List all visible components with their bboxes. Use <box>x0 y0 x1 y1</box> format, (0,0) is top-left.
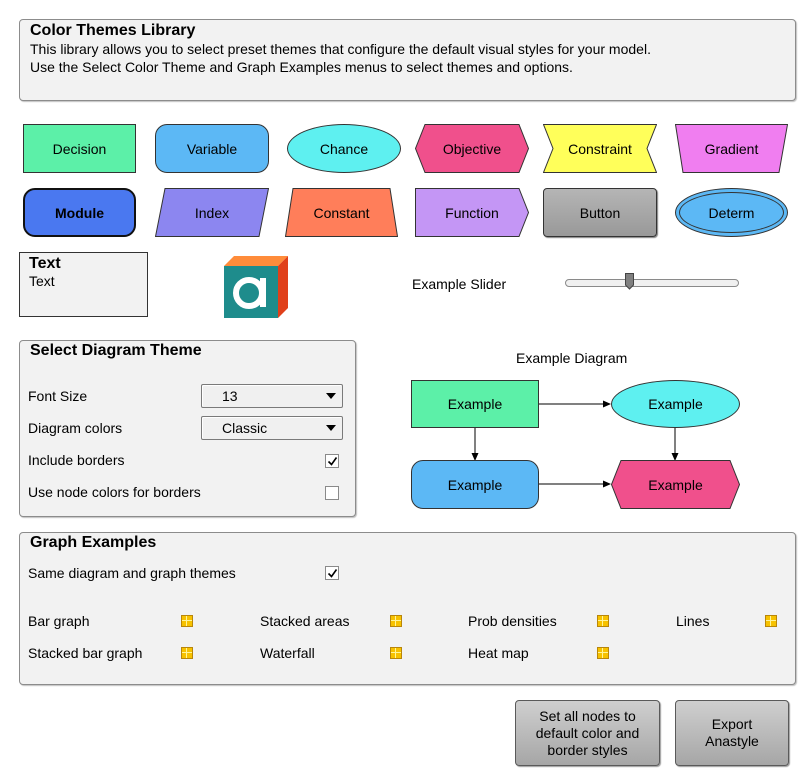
set-all-nodes-default-button[interactable]: Set all nodes to default color and borde… <box>515 700 660 766</box>
heat-map-label: Heat map <box>468 645 529 661</box>
chevron-down-icon <box>326 425 336 431</box>
text-node-body: Text <box>29 273 55 289</box>
stacked-bar-graph-icon[interactable] <box>181 647 193 659</box>
button-node-label: Button <box>579 204 621 221</box>
example-chance-label: Example <box>648 396 703 412</box>
determ-node-label: Determ <box>708 204 755 221</box>
chance-node[interactable]: Chance <box>287 124 401 173</box>
set-all-button-line-1: Set all nodes to <box>539 707 636 724</box>
constraint-node-label: Constraint <box>568 140 632 157</box>
use-node-colors-checkbox[interactable] <box>325 486 339 500</box>
lines-icon[interactable] <box>765 615 777 627</box>
button-node[interactable]: Button <box>543 188 657 237</box>
header-description-line-2: Use the Select Color Theme and Graph Exa… <box>30 59 573 75</box>
set-all-button-line-2: default color and <box>535 724 640 741</box>
chance-node-label: Chance <box>319 140 369 157</box>
prob-densities-icon[interactable] <box>597 615 609 627</box>
objective-node-label: Objective <box>442 140 502 157</box>
header-description-line-1: This library allows you to select preset… <box>30 41 651 57</box>
decision-node-label: Decision <box>52 140 107 157</box>
determ-node-inner-ring <box>679 192 784 233</box>
constraint-node[interactable]: Constraint <box>543 124 657 173</box>
export-button-line-1: Export <box>711 716 753 732</box>
page-title: Color Themes Library <box>30 22 196 39</box>
module-node[interactable]: Module <box>23 188 136 237</box>
stacked-bar-graph-label: Stacked bar graph <box>28 645 143 661</box>
include-borders-checkbox[interactable] <box>325 454 339 468</box>
analytica-logo-icon <box>224 256 288 320</box>
constant-node-label: Constant <box>313 204 370 221</box>
checkmark-icon <box>327 457 338 466</box>
header-panel: Color Themes Library This library allows… <box>19 19 796 101</box>
same-themes-checkbox[interactable] <box>325 566 339 580</box>
example-slider-thumb[interactable] <box>624 273 634 290</box>
function-node-label: Function <box>445 204 499 221</box>
example-variable-node[interactable]: Example <box>411 460 539 509</box>
diagram-theme-panel: Select Diagram Theme Font Size 13 Diagra… <box>19 340 356 517</box>
diagram-colors-label: Diagram colors <box>28 420 123 436</box>
example-variable-label: Example <box>447 476 503 493</box>
lines-label: Lines <box>676 613 710 629</box>
waterfall-label: Waterfall <box>260 645 315 661</box>
constant-node[interactable]: Constant <box>285 188 398 237</box>
prob-densities-label: Prob densities <box>468 613 557 629</box>
chevron-down-icon <box>326 393 336 399</box>
decision-node[interactable]: Decision <box>23 124 136 173</box>
waterfall-icon[interactable] <box>390 647 402 659</box>
export-button-line-2: Anastyle <box>705 733 759 749</box>
heat-map-icon[interactable] <box>597 647 609 659</box>
example-decision-node[interactable]: Example <box>411 380 539 428</box>
font-size-dropdown[interactable]: 13 <box>201 384 343 408</box>
example-chance-node[interactable]: Example <box>611 380 740 428</box>
function-node[interactable]: Function <box>415 188 529 237</box>
module-node-label: Module <box>55 204 104 221</box>
determ-node[interactable]: Determ <box>675 188 788 237</box>
diagram-colors-dropdown[interactable]: Classic <box>201 416 343 440</box>
export-anastyle-button[interactable]: Export Anastyle <box>675 700 789 766</box>
variable-node[interactable]: Variable <box>155 124 269 173</box>
gradient-node-label: Gradient <box>704 140 759 157</box>
set-all-button-line-3: border styles <box>547 741 628 758</box>
example-objective-label: Example <box>648 476 703 493</box>
example-diagram-title: Example Diagram <box>516 350 628 366</box>
stacked-areas-label: Stacked areas <box>260 613 350 629</box>
diagram-theme-title: Select Diagram Theme <box>30 342 202 359</box>
index-node-label: Index <box>194 204 230 221</box>
slider-label: Example Slider <box>412 276 507 292</box>
use-node-colors-label: Use node colors for borders <box>28 484 201 500</box>
text-node[interactable]: Text Text <box>19 252 148 317</box>
example-decision-label: Example <box>447 396 503 412</box>
example-objective-node[interactable]: Example <box>611 460 740 509</box>
bar-graph-label: Bar graph <box>28 613 90 629</box>
font-size-value: 13 <box>222 388 238 404</box>
diagram-colors-value: Classic <box>222 420 268 436</box>
same-themes-label: Same diagram and graph themes <box>28 565 236 581</box>
stacked-areas-icon[interactable] <box>390 615 402 627</box>
graph-examples-panel: Graph Examples Same diagram and graph th… <box>19 532 796 685</box>
index-node[interactable]: Index <box>155 188 269 237</box>
variable-node-label: Variable <box>186 140 238 157</box>
checkmark-icon <box>327 569 338 578</box>
objective-node[interactable]: Objective <box>415 124 529 173</box>
graph-examples-title: Graph Examples <box>30 534 157 551</box>
font-size-label: Font Size <box>28 388 88 404</box>
gradient-node[interactable]: Gradient <box>675 124 788 173</box>
text-node-title: Text <box>29 255 61 272</box>
bar-graph-icon[interactable] <box>181 615 193 627</box>
example-slider-track[interactable] <box>565 279 739 287</box>
include-borders-label: Include borders <box>28 452 125 468</box>
